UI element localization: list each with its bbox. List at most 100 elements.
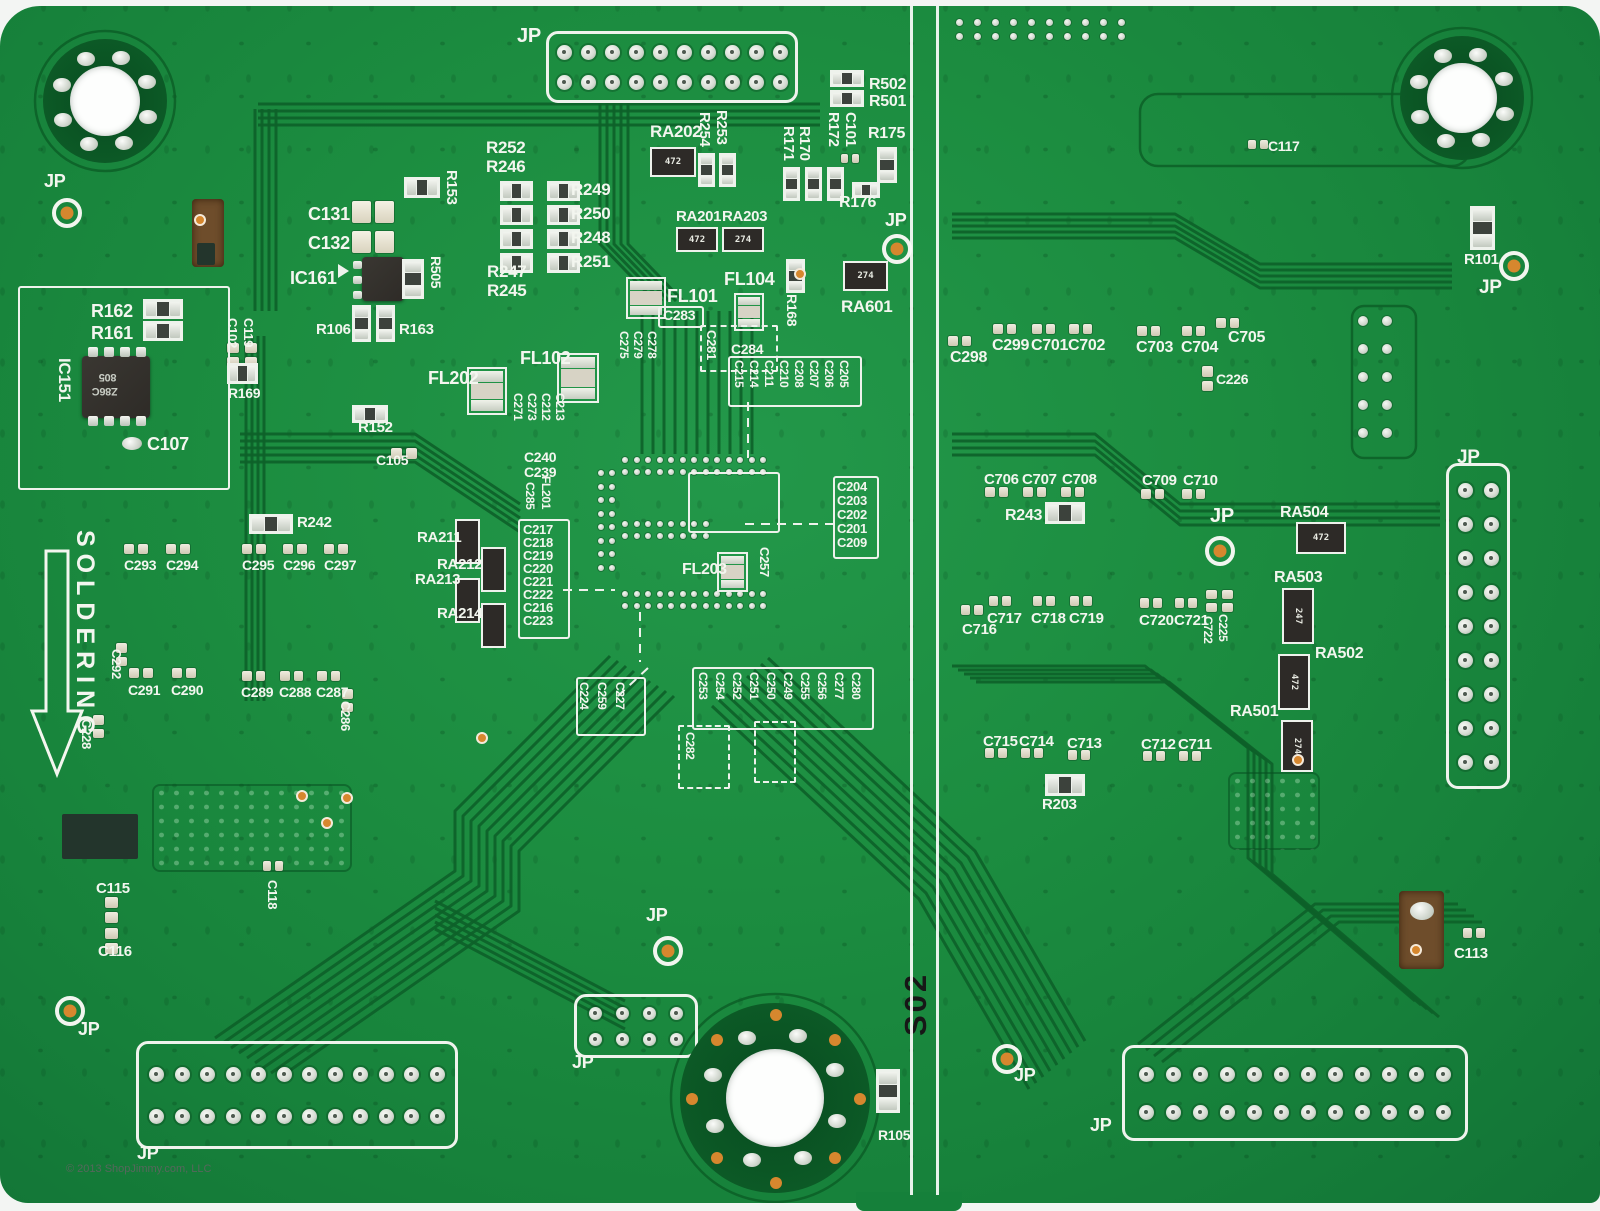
silkscreen-label: C257 (757, 547, 772, 577)
silkscreen-label: C202 (837, 507, 867, 522)
chip-capacitor (1140, 598, 1162, 608)
footprint-pad (668, 457, 674, 463)
silkscreen-label: C293 (124, 557, 157, 573)
connector-pin-pad (556, 74, 572, 90)
silkscreen-label: C116 (98, 943, 132, 960)
jp-test-point (52, 198, 82, 228)
chip-resistor (1045, 774, 1085, 796)
chip-capacitor (93, 715, 104, 738)
chip-capacitor (1032, 324, 1055, 334)
footprint-pad (679, 591, 686, 597)
footprint-pad (725, 591, 732, 597)
silkscreen-label: C105 (376, 452, 409, 468)
connector-pin-pad (1436, 1066, 1451, 1082)
chip-capacitor (283, 544, 307, 554)
connector-pin-pad (1457, 482, 1473, 498)
footprint-pad (691, 603, 697, 609)
connector-pin-pad (1193, 1066, 1208, 1082)
silkscreen-label: R161 (91, 323, 133, 343)
connector-pin-pad (1247, 1104, 1262, 1120)
jp-silkscreen-label: JP (78, 1019, 100, 1039)
silkscreen-label: C227 (613, 682, 627, 710)
footprint-pad (760, 591, 766, 597)
silkscreen-label: R245 (487, 281, 527, 300)
connector-pin-pad (302, 1108, 318, 1124)
via-pad (476, 732, 488, 744)
silkscreen-label: RA202 (650, 122, 702, 141)
silkscreen-outline (688, 472, 780, 533)
silkscreen-label: C228 (79, 719, 94, 749)
silkscreen-label: R203 (1042, 796, 1077, 813)
footprint-pad (725, 457, 732, 463)
chip-resistor (827, 167, 844, 201)
silkscreen-label: C275 (617, 331, 631, 359)
silkscreen-label: R243 (1005, 507, 1043, 524)
silkscreen-label: C113 (1454, 945, 1488, 962)
footprint-pad (737, 603, 743, 609)
board-edge-tab (856, 1192, 962, 1211)
connector-pin-pad (1483, 720, 1499, 736)
silkscreen-label: C277 (832, 672, 846, 700)
footprint-pad (609, 564, 615, 571)
silkscreen-label: C204 (837, 479, 867, 494)
silkscreen-label: C280 (849, 672, 863, 700)
footprint-pad (645, 469, 651, 475)
jp-test-point (55, 996, 85, 1026)
silkscreen-label: C239 (524, 464, 557, 480)
chip-resistor (830, 90, 864, 107)
connector-pin-pad (174, 1066, 190, 1082)
footprint-pad (679, 469, 686, 475)
silkscreen-outline (18, 286, 230, 490)
silkscreen-label: C717 (987, 610, 1022, 627)
connector-pin-pad (616, 1032, 629, 1046)
silkscreen-label: C209 (837, 535, 867, 550)
silkscreen-label: C298 (950, 349, 988, 366)
silkscreen-label: R252 (486, 138, 526, 157)
chip-resistor (352, 405, 388, 423)
silkscreen-label: FL201 (539, 476, 553, 510)
via-pad (194, 214, 206, 226)
resistor-array (481, 547, 506, 592)
footprint-pad (622, 603, 628, 609)
silkscreen-label: C288 (279, 684, 312, 700)
connector-pin-pad (251, 1108, 267, 1124)
silkscreen-outline (576, 677, 646, 736)
connector-pin-pad (1220, 1066, 1235, 1082)
footprint-pad (714, 591, 720, 597)
silkscreen-label: C119 (241, 318, 256, 348)
silkscreen-label: C702 (1068, 337, 1106, 354)
jp-silkscreen-label: JP (1014, 1065, 1036, 1085)
silkscreen-label: FL102 (520, 348, 571, 368)
chip-capacitor (242, 671, 265, 681)
silkscreen-label: C714 (1019, 733, 1054, 750)
connector-pin-pad (1457, 516, 1473, 532)
silkscreen-dashed-outline (678, 725, 730, 789)
footprint-pad (1382, 372, 1392, 382)
chip-resistor (830, 70, 864, 87)
footprint-pad (702, 603, 709, 609)
connector-pin-pad (1483, 618, 1499, 634)
silkscreen-label: RA203 (722, 208, 768, 225)
jp-silkscreen-label: JP (517, 25, 541, 47)
jp-connector (546, 31, 798, 103)
chip-capacitor (985, 487, 1008, 497)
silkscreen-label: R169 (228, 385, 261, 401)
silkscreen-label: C720 (1139, 612, 1174, 629)
silkscreen-label: R153 (443, 170, 460, 205)
chip-capacitor (1137, 326, 1160, 336)
chip-resistor (352, 305, 371, 342)
silkscreen-label: R501 (869, 93, 907, 110)
chip-capacitor (317, 671, 340, 681)
mounting-hole (43, 39, 167, 163)
silkscreen-label: R171 (780, 126, 797, 161)
resistor-array (455, 578, 480, 623)
chip-resistor (547, 181, 580, 201)
footprint-pad (1118, 19, 1125, 26)
footprint-pad (992, 19, 999, 26)
connector-pin-pad (276, 1108, 292, 1124)
connector-pin-pad (1220, 1104, 1235, 1120)
connector-pin-pad (1436, 1104, 1451, 1120)
chip-resistor (1045, 502, 1085, 524)
silkscreen-label: FL202 (428, 368, 479, 388)
chip-capacitor (245, 343, 257, 366)
